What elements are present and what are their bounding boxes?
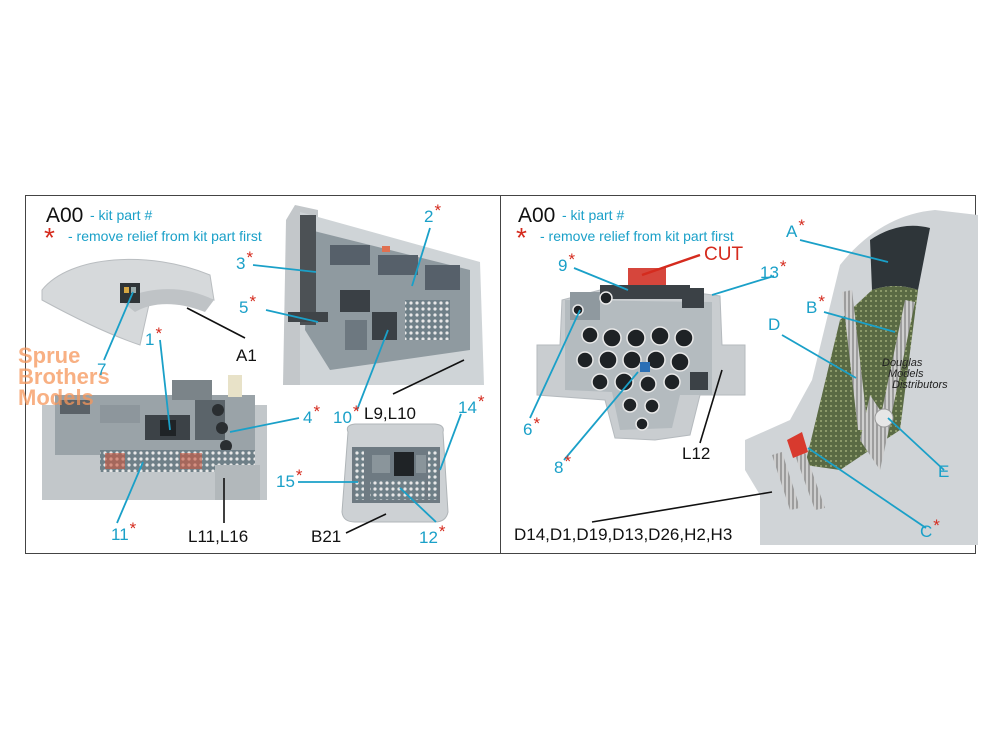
callout-e: E <box>938 462 950 481</box>
callout-9: 9* <box>558 250 576 275</box>
right-header-remove-note: - remove relief from kit part first <box>540 228 734 244</box>
right-header-code: A00 <box>518 204 556 227</box>
leader-lines-black <box>186 307 773 534</box>
cut-label: CUT <box>704 244 744 265</box>
part-l9-l10-console <box>283 205 484 385</box>
callout-7: 7 <box>97 360 107 379</box>
watermark-douglas: Douglas Models Distributors <box>882 357 948 391</box>
callout-8: 8* <box>554 452 572 477</box>
part-label-l11-l16: L11,L16 <box>188 527 249 546</box>
part-b21-box <box>341 423 449 523</box>
part-label-a1: A1 <box>236 346 257 365</box>
callout-4: 4* <box>303 402 321 427</box>
gauge-cluster <box>572 291 694 431</box>
left-header-star-icon: * <box>44 222 55 253</box>
leader-lines-blue <box>103 227 945 529</box>
callout-14: 14* <box>458 392 485 417</box>
callout-5: 5* <box>239 292 257 317</box>
right-header-kit-part: - kit part # <box>562 207 625 223</box>
callout-a: A* <box>786 216 805 241</box>
callout-13: 13* <box>760 257 787 282</box>
callout-2: 2* <box>424 201 442 226</box>
callout-b: B* <box>806 292 825 317</box>
callout-11: 11* <box>111 519 137 544</box>
callout-1: 1* <box>145 324 163 349</box>
right-header-star-icon: * <box>516 222 527 253</box>
cut-leader-line <box>641 253 701 277</box>
callout-15: 15* <box>276 466 303 491</box>
callout-d: D <box>768 315 781 334</box>
part-label-seat-parts: D14,D1,D19,D13,D26,H2,H3 <box>514 525 733 544</box>
part-label-l9-l10: L9,L10 <box>364 404 416 423</box>
left-header-code: A00 <box>46 204 84 227</box>
part-label-b21: B21 <box>311 527 342 546</box>
callout-3: 3* <box>236 248 254 273</box>
callout-10: 10* <box>333 402 360 427</box>
callout-c: C* <box>920 516 940 541</box>
watermark-sprue-brothers: Sprue Brothers Models <box>18 343 110 410</box>
callout-12: 12* <box>419 522 446 547</box>
left-header-kit-part: - kit part # <box>90 207 153 223</box>
left-header-remove-note: - remove relief from kit part first <box>68 228 262 244</box>
part-l11-l16-console <box>42 375 267 500</box>
callout-6: 6* <box>523 414 541 439</box>
part-label-l12: L12 <box>682 444 711 463</box>
ejection-seat <box>745 210 978 545</box>
